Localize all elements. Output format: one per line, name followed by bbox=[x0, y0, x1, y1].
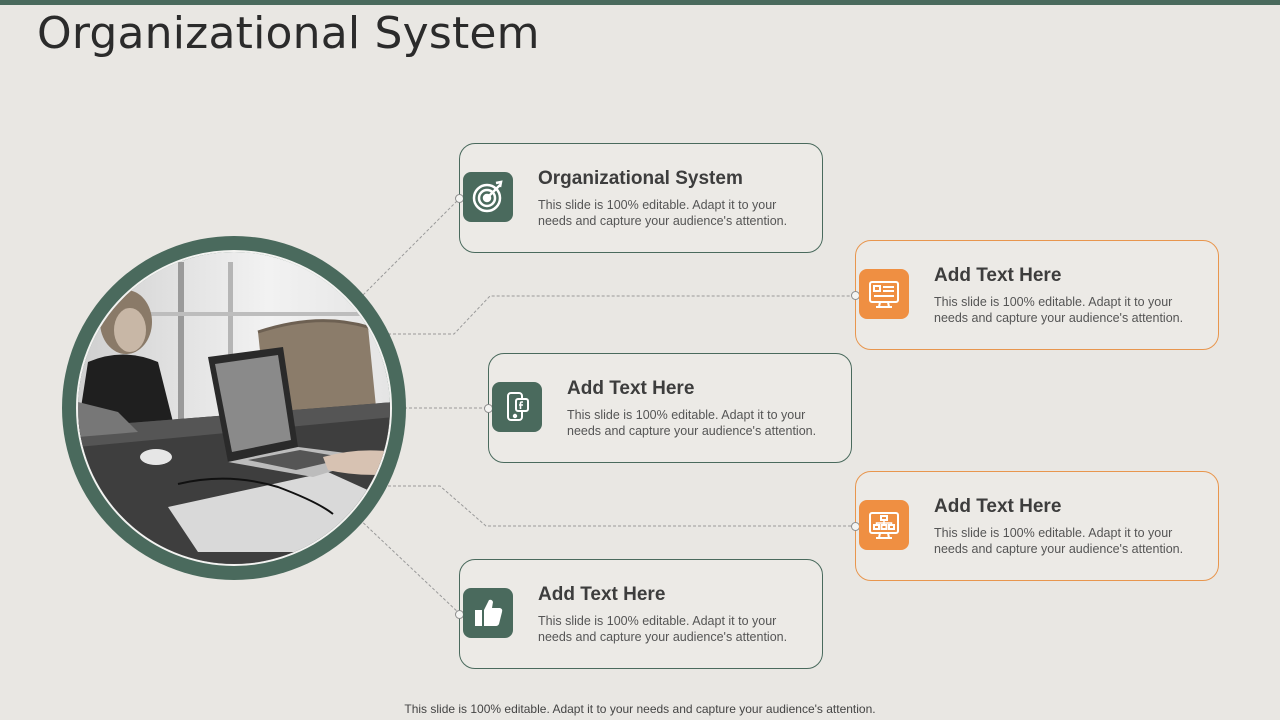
item-description: This slide is 100% editable. Adapt it to… bbox=[934, 295, 1184, 325]
mobile-social-icon bbox=[492, 382, 542, 432]
item-description: This slide is 100% editable. Adapt it to… bbox=[567, 408, 817, 438]
item-card-2: Add Text Here This slide is 100% editabl… bbox=[851, 240, 1219, 350]
item-card-3: Add Text Here This slide is 100% editabl… bbox=[484, 353, 852, 463]
item-description: This slide is 100% editable. Adapt it to… bbox=[934, 526, 1184, 556]
office-laptop-photo bbox=[76, 250, 392, 566]
footer-note: This slide is 100% editable. Adapt it to… bbox=[404, 702, 876, 716]
item-heading: Organizational System bbox=[538, 168, 743, 189]
slide-title: Organizational System bbox=[37, 8, 540, 59]
thumbs-up-icon bbox=[463, 588, 513, 638]
item-heading: Add Text Here bbox=[934, 496, 1062, 517]
item-card-1: Organizational System This slide is 100%… bbox=[455, 143, 823, 253]
item-heading: Add Text Here bbox=[567, 378, 695, 399]
item-card-5: Add Text Here This slide is 100% editabl… bbox=[455, 559, 823, 669]
monitor-hierarchy-icon bbox=[859, 500, 909, 550]
top-accent-bar bbox=[0, 0, 1280, 5]
item-card-4: Add Text Here This slide is 100% editabl… bbox=[851, 471, 1219, 581]
monitor-profile-icon bbox=[859, 269, 909, 319]
item-heading: Add Text Here bbox=[934, 265, 1062, 286]
item-description: This slide is 100% editable. Adapt it to… bbox=[538, 198, 788, 228]
item-description: This slide is 100% editable. Adapt it to… bbox=[538, 614, 788, 644]
target-icon bbox=[463, 172, 513, 222]
item-heading: Add Text Here bbox=[538, 584, 666, 605]
